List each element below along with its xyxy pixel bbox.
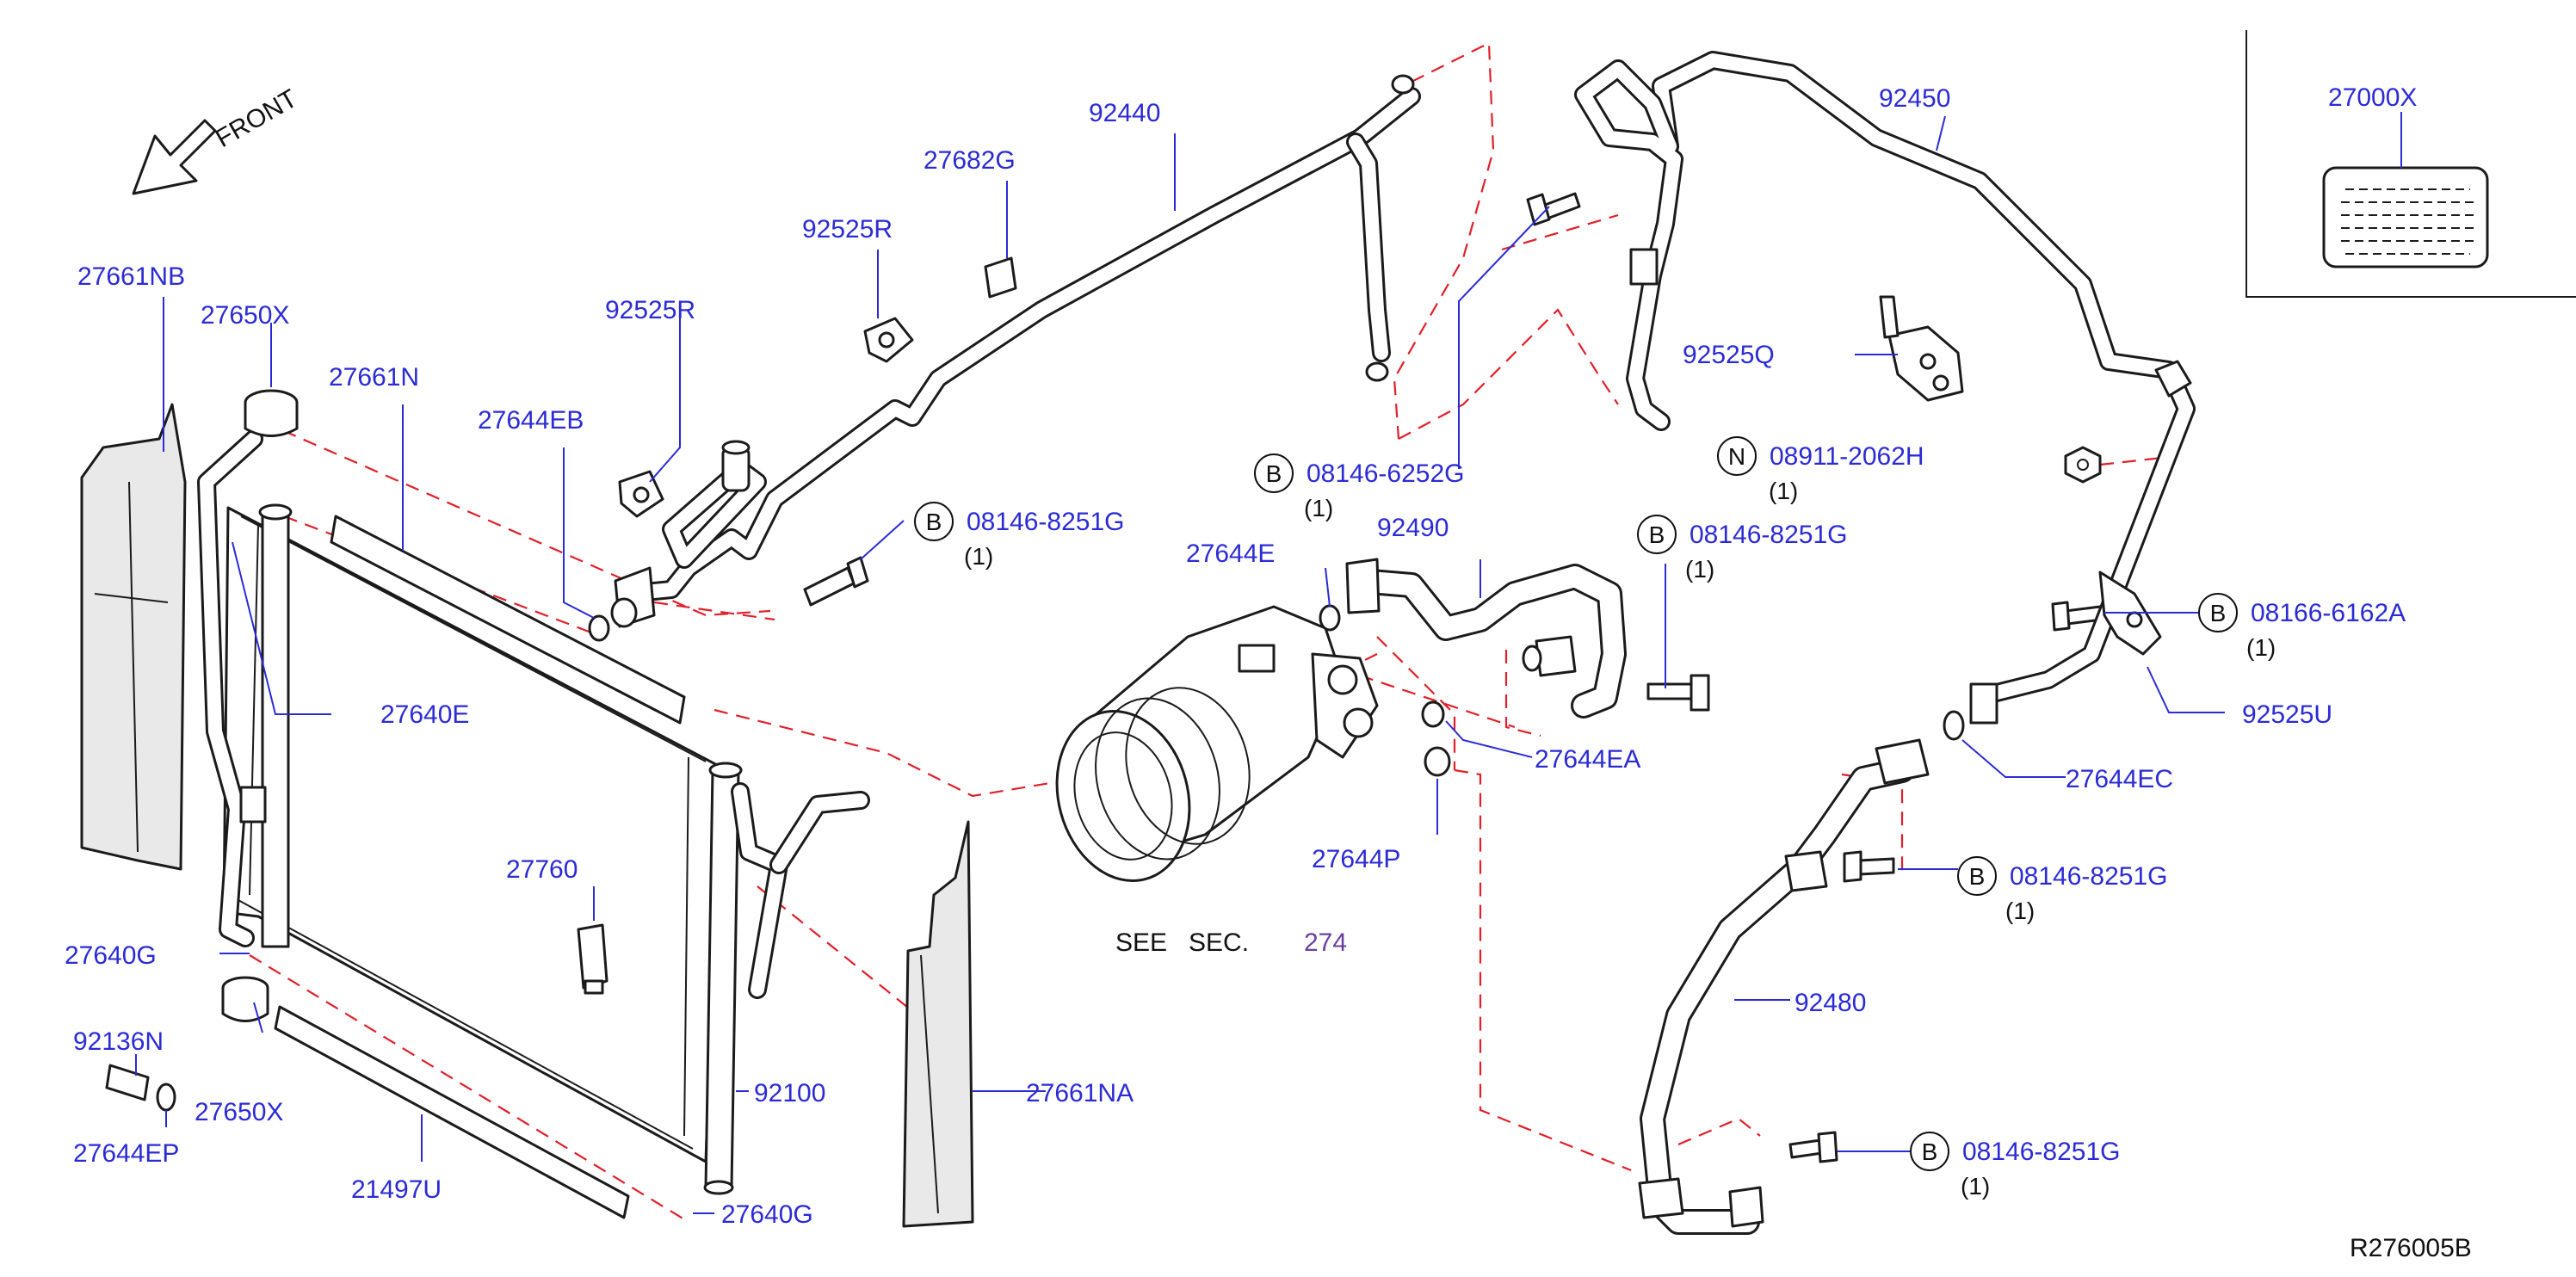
fastener-prefix: N — [1728, 443, 1745, 470]
o-ring-27644EC[interactable] — [1943, 710, 1965, 741]
air-guide-right[interactable] — [902, 820, 974, 1228]
fastener-callout-7[interactable]: B 08146-8251G (1) — [1910, 1132, 2121, 1200]
label-92450[interactable]: 92450 — [1879, 84, 1950, 113]
label-27644E[interactable]: 27644E — [1186, 540, 1275, 568]
front-arrow — [132, 119, 217, 195]
label-27000X[interactable]: 27000X — [2328, 83, 2417, 112]
o-ring-27644EA[interactable] — [1421, 700, 1445, 728]
label-27661N[interactable]: 27661N — [329, 363, 419, 392]
fastener-number: 08146-8251G — [2010, 862, 2168, 891]
bolt-6252G[interactable] — [1526, 192, 1581, 226]
see-section-text: SEE SEC. — [1115, 928, 1249, 957]
pipe-92450[interactable] — [1574, 51, 2196, 725]
label-92480[interactable]: 92480 — [1795, 989, 1866, 1017]
label-27760[interactable]: 27760 — [506, 855, 578, 884]
fastener-callout-6[interactable]: B 08146-8251G (1) — [1957, 856, 2168, 924]
label-92440[interactable]: 92440 — [1089, 99, 1160, 127]
label-27650X-top[interactable]: 27650X — [201, 301, 289, 330]
seal-bar-upper[interactable] — [330, 515, 686, 725]
drain-plug[interactable] — [105, 1064, 176, 1112]
fastener-qty: (1) — [2246, 634, 2276, 661]
cap-bottom[interactable] — [221, 976, 269, 1022]
receiver-tank-left[interactable] — [258, 503, 293, 948]
label-27682G[interactable]: 27682G — [924, 146, 1016, 175]
fastener-qty: (1) — [1685, 556, 1714, 583]
fastener-number: 08146-8251G — [1962, 1138, 2121, 1166]
label-92100[interactable]: 92100 — [754, 1079, 825, 1107]
cap-top[interactable] — [244, 389, 299, 437]
nut-08911[interactable] — [2064, 446, 2102, 484]
label-27640E[interactable]: 27640E — [380, 700, 469, 729]
front-label: FRONT — [211, 84, 302, 153]
part-labels: 92440 27682G 92525R 92525R 27661NB 27650… — [65, 83, 2472, 1262]
o-ring-27644E[interactable] — [1319, 604, 1341, 632]
label-27640G-bottom[interactable]: 27640G — [721, 1200, 813, 1229]
fastener-number: 08146-6252G — [1307, 460, 1465, 488]
label-92136N[interactable]: 92136N — [73, 1027, 164, 1056]
fastener-number: 08911-2062H — [1770, 442, 1924, 471]
drawing-code: R276005B — [2350, 1234, 2472, 1262]
bolt-center-right[interactable] — [1646, 674, 1710, 712]
fastener-prefix: B — [1649, 521, 1665, 548]
fastener-qty: (1) — [2005, 898, 2035, 924]
label-27650X-bottom[interactable]: 27650X — [195, 1098, 283, 1126]
bolt-lower-right-1[interactable] — [1843, 850, 1895, 883]
condenser-outlet-pipe — [731, 782, 870, 999]
label-27644P[interactable]: 27644P — [1312, 845, 1400, 873]
label-92490[interactable]: 92490 — [1377, 514, 1449, 542]
fastener-number: 08146-8251G — [967, 508, 1125, 536]
hose-92490[interactable] — [1345, 558, 1627, 719]
label-27661NB[interactable]: 27661NB — [77, 262, 185, 291]
pipe-92440[interactable] — [610, 74, 1421, 628]
clip-92525R-lower[interactable] — [618, 470, 664, 518]
label-92525R-lower[interactable]: 92525R — [605, 296, 695, 324]
seal-bar-lower[interactable] — [274, 1005, 630, 1219]
hose-92480[interactable] — [1638, 738, 1930, 1235]
label-27644EB[interactable]: 27644EB — [478, 406, 584, 435]
label-plate[interactable] — [2246, 30, 2576, 298]
fastener-prefix: B — [2210, 600, 2227, 626]
fastener-prefix: B — [1266, 460, 1282, 487]
fastener-callout-4[interactable]: N 08911-2062H (1) — [1717, 436, 1924, 504]
fastener-number: 08166-6162A — [2251, 599, 2406, 627]
clip-92525R-upper[interactable] — [863, 317, 914, 363]
fastener-callout-2[interactable]: B 08146-6252G (1) — [1254, 453, 1465, 521]
left-pipe — [197, 429, 267, 947]
fastener-prefix: B — [1969, 863, 1986, 890]
see-section-number[interactable]: 274 — [1304, 928, 1347, 957]
clip-92525Q[interactable] — [1879, 295, 1964, 402]
label-27640G-left[interactable]: 27640G — [65, 941, 157, 970]
label-92525R-upper[interactable]: 92525R — [802, 215, 893, 244]
bolt-left[interactable] — [803, 556, 869, 607]
label-92525Q[interactable]: 92525Q — [1683, 341, 1775, 369]
o-ring-27644EB[interactable] — [588, 614, 610, 642]
label-21497U[interactable]: 21497U — [351, 1175, 442, 1204]
air-guide-left[interactable] — [80, 403, 187, 871]
fastener-prefix: B — [1922, 1138, 1938, 1165]
fastener-callout-1[interactable]: B 08146-8251G (1) — [914, 502, 1125, 570]
leader-lines — [135, 112, 2402, 1214]
fastener-qty: (1) — [964, 543, 993, 570]
label-27644EC[interactable]: 27644EC — [2066, 765, 2173, 793]
fastener-prefix: B — [926, 509, 942, 535]
fastener-number: 08146-8251G — [1690, 521, 1848, 549]
clip-27682G[interactable] — [984, 256, 1017, 299]
label-27644EP[interactable]: 27644EP — [73, 1139, 179, 1168]
compressor[interactable] — [1039, 605, 1379, 896]
receiver-drier[interactable] — [703, 762, 743, 1195]
o-ring-27644P[interactable] — [1424, 746, 1451, 777]
label-92525U[interactable]: 92525U — [2242, 700, 2332, 729]
pressure-sensor[interactable] — [577, 923, 608, 995]
bolt-lower-right-2[interactable] — [1788, 1131, 1838, 1163]
fastener-callout-3[interactable]: B 08146-8251G (1) — [1637, 515, 1848, 583]
fastener-qty: (1) — [1961, 1173, 1990, 1200]
fastener-qty: (1) — [1769, 478, 1798, 504]
bolt-08166[interactable] — [2051, 601, 2103, 632]
fastener-qty: (1) — [1304, 495, 1333, 521]
label-27661NA[interactable]: 27661NA — [1026, 1079, 1134, 1107]
label-27644EA[interactable]: 27644EA — [1535, 745, 1640, 774]
fastener-callout-5[interactable]: B 08166-6162A (1) — [2198, 593, 2406, 661]
